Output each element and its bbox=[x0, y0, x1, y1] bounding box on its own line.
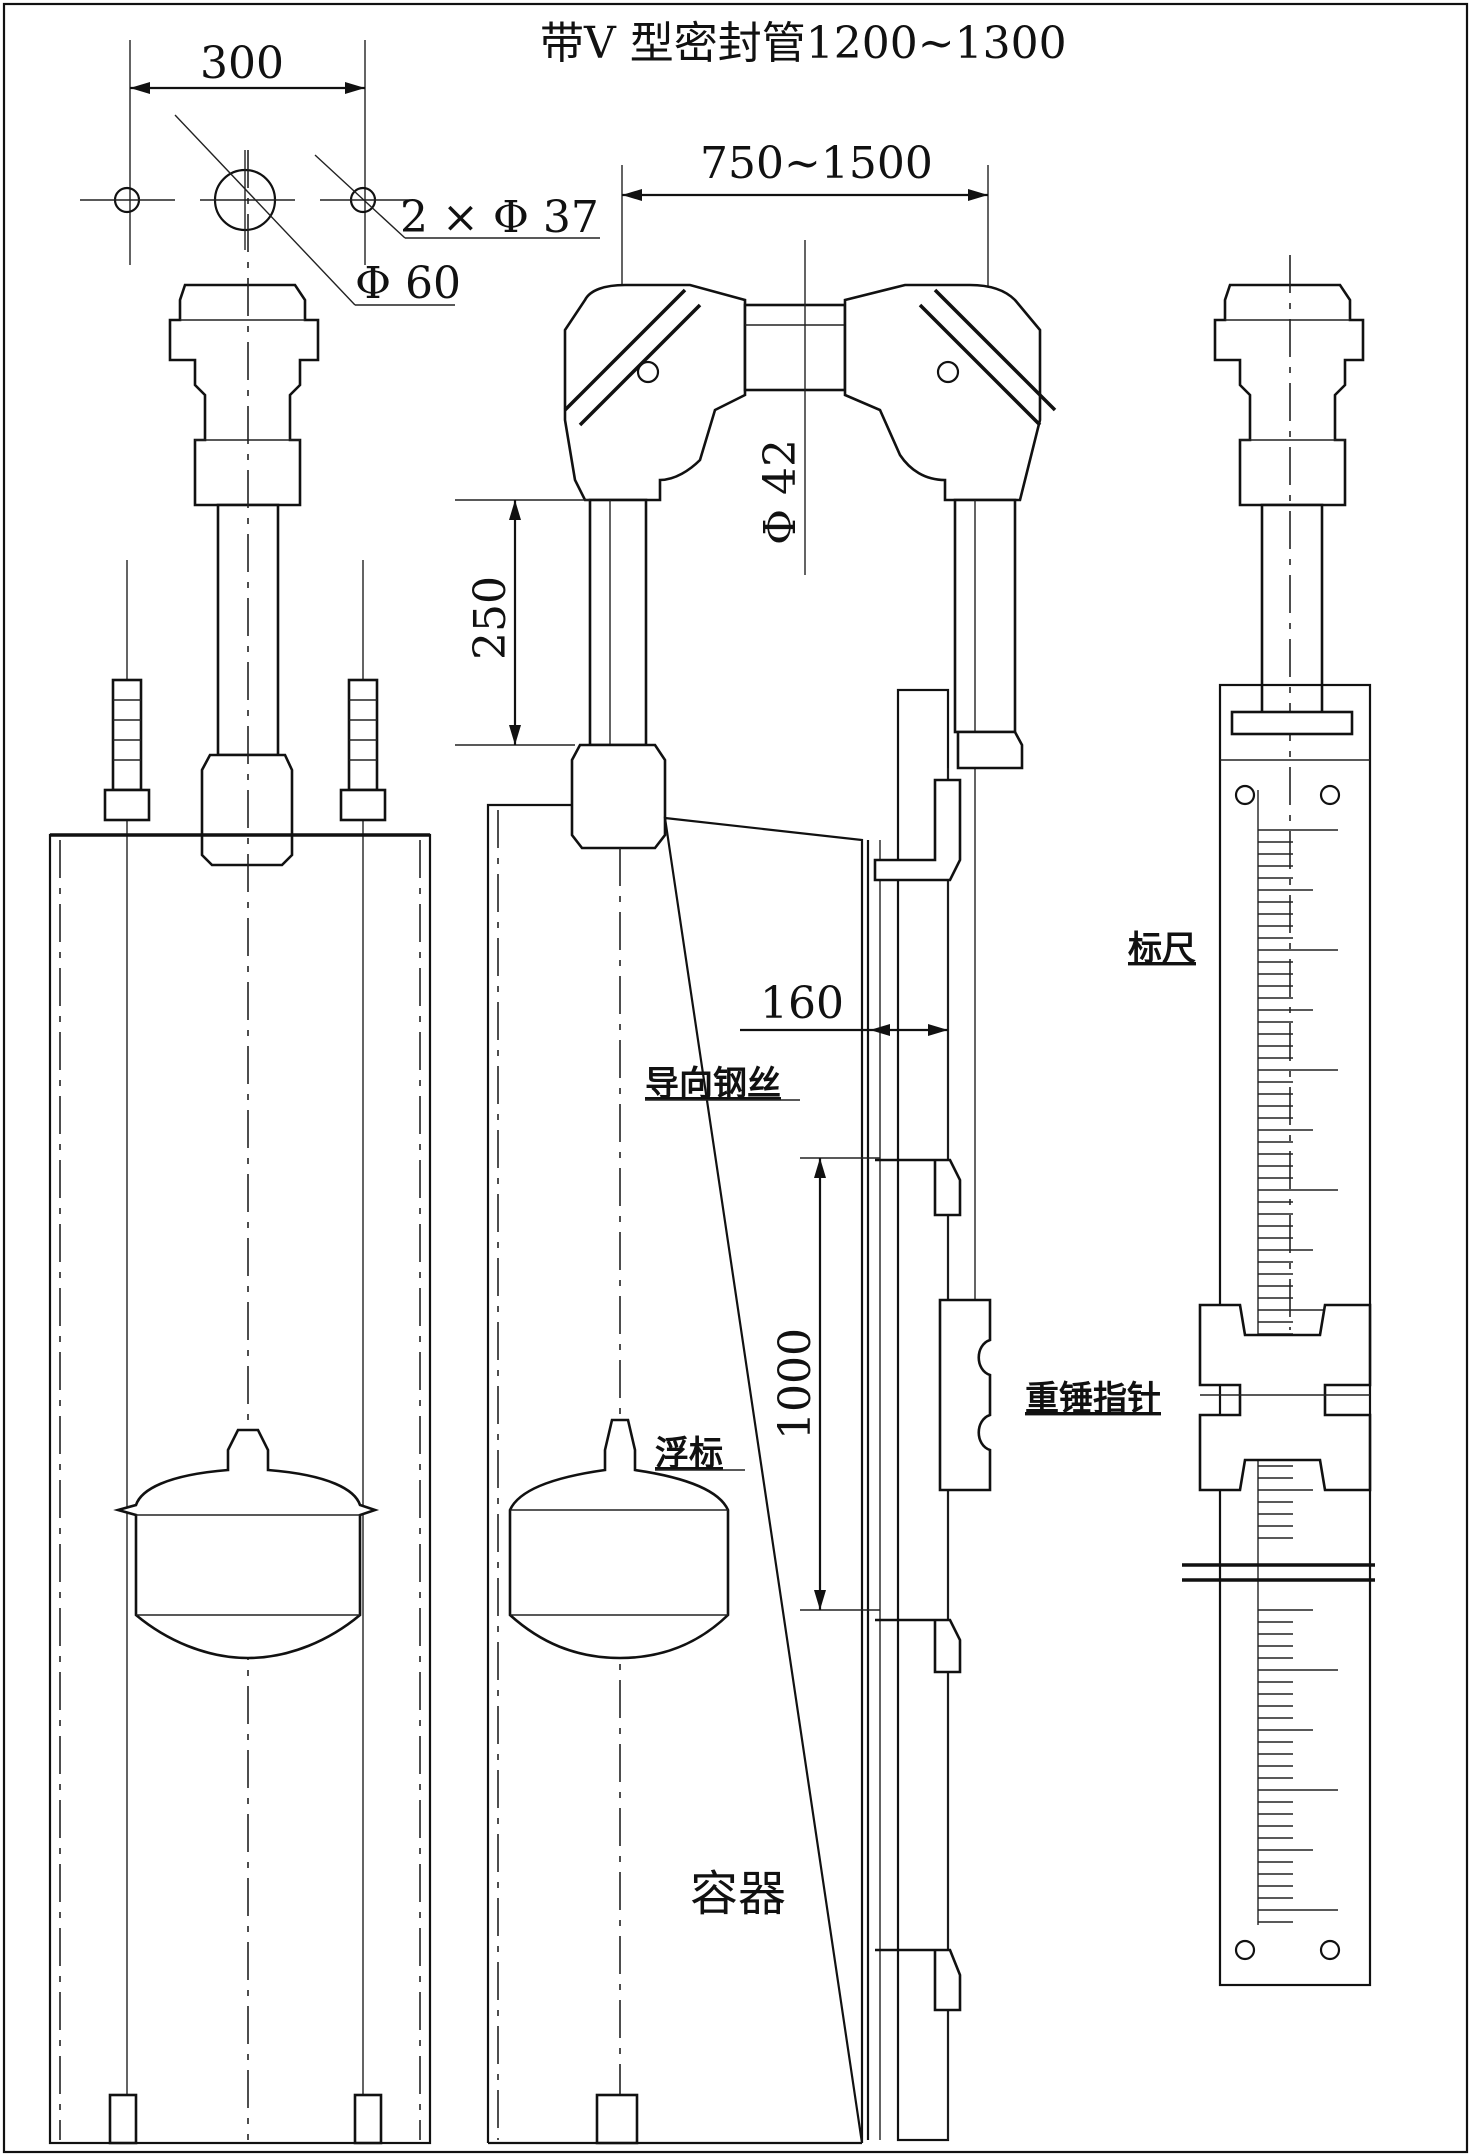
dim-phi60: Φ 60 bbox=[355, 258, 461, 309]
weight-slider bbox=[938, 1298, 992, 1492]
left-view: 300 2 × Φ 37 Φ 60 bbox=[48, 38, 600, 2145]
elbow-left bbox=[563, 283, 747, 502]
label-container: 容器 bbox=[690, 1866, 786, 1922]
dim-holes: 2 × Φ 37 bbox=[400, 192, 599, 243]
label-float: 浮标 bbox=[655, 1434, 723, 1474]
gauge-head-left bbox=[168, 283, 320, 507]
coupling-mid bbox=[570, 743, 667, 850]
label-weight-pointer: 重锤指针 bbox=[1025, 1379, 1161, 1419]
dim-160: 160 bbox=[760, 978, 844, 1029]
float-mid bbox=[508, 1418, 730, 1660]
dim-750-1500: 750~1500 bbox=[700, 138, 933, 189]
container-mid bbox=[486, 803, 864, 2144]
weight-pointer bbox=[1198, 1303, 1372, 1492]
float-left bbox=[113, 1428, 380, 1660]
coupling-left bbox=[200, 753, 294, 867]
label-guide-wire: 导向钢丝 bbox=[645, 1064, 781, 1104]
gauge-head-right bbox=[1213, 283, 1365, 507]
middle-view: 750~1500 Φ 42 250 bbox=[455, 138, 1057, 2145]
dim-250: 250 bbox=[465, 576, 516, 660]
dim-phi42: Φ 42 bbox=[755, 439, 806, 545]
elbow-right bbox=[843, 283, 1042, 502]
vertical-tube-scale bbox=[1260, 503, 1324, 717]
dim-1000: 1000 bbox=[770, 1328, 821, 1440]
vertical-tube-mid bbox=[588, 498, 648, 747]
drawing-title: 带V 型密封管1200~1300 bbox=[540, 18, 1067, 69]
vertical-tube-right bbox=[953, 498, 1017, 734]
right-view: 标尺 重锤指针 bbox=[1025, 255, 1375, 1987]
label-scale: 标尺 bbox=[1128, 929, 1196, 969]
dim-300: 300 bbox=[200, 38, 284, 89]
bridge-tube bbox=[743, 303, 847, 392]
